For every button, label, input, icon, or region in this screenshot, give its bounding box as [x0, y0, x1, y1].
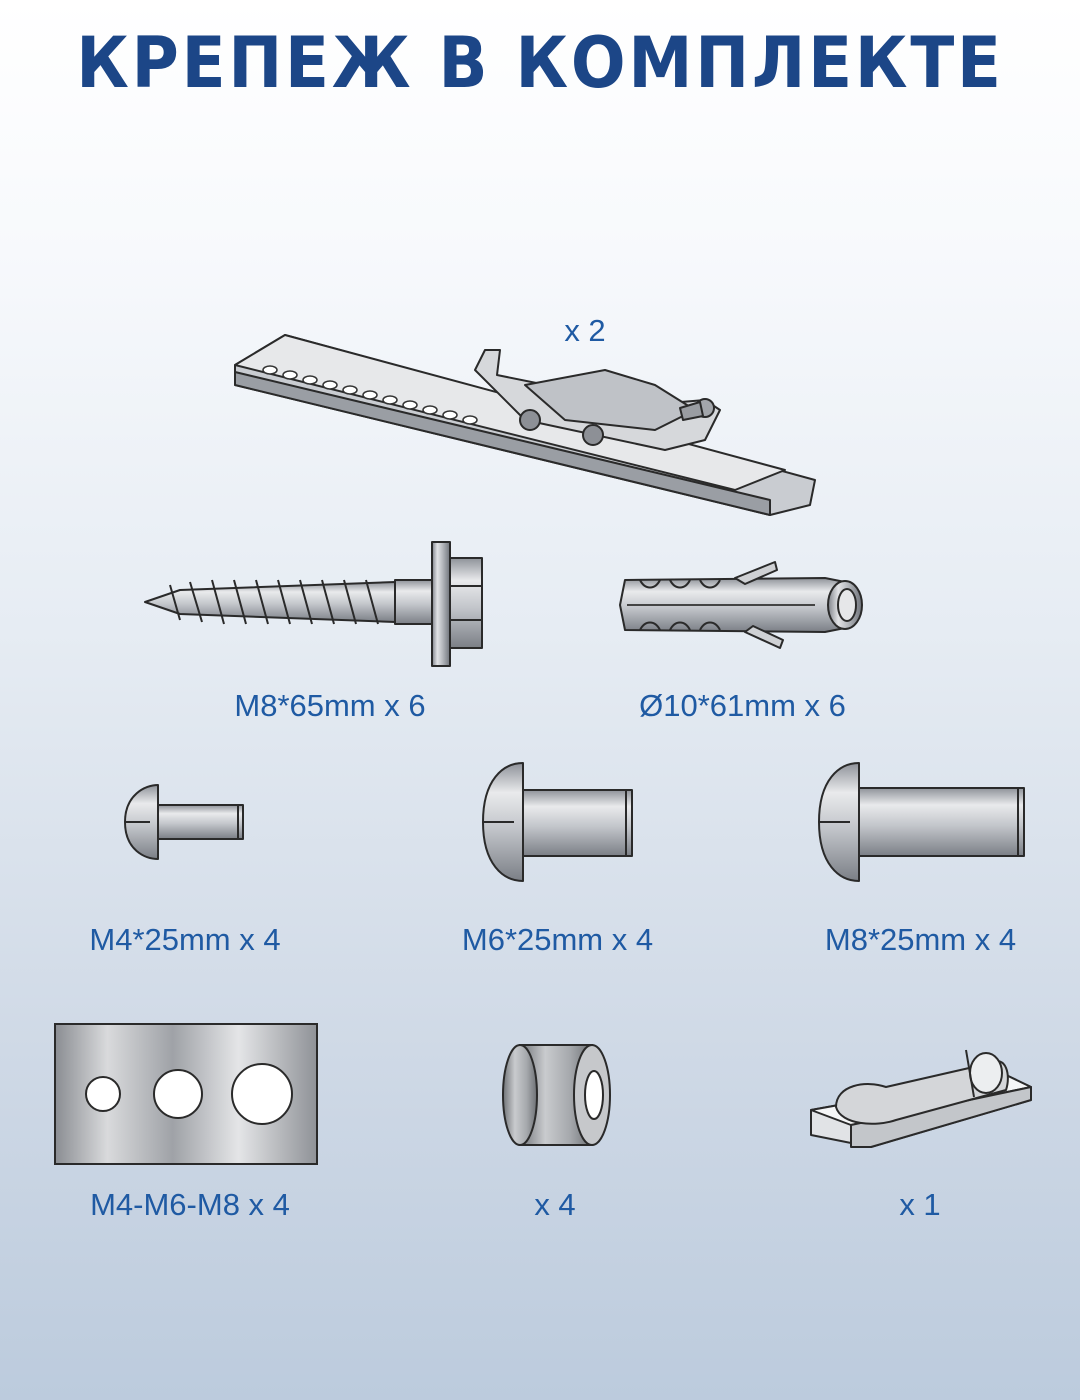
wood-screw-icon — [144, 541, 483, 667]
bracket-label: x 2 — [564, 313, 606, 348]
washer-plate-icon — [54, 1023, 318, 1165]
bolt-m8-label: M8*25mm x 4 — [824, 922, 1017, 957]
clip-label: x 1 — [899, 1187, 941, 1222]
wall-plug-icon — [619, 561, 863, 649]
wall-plug-label: Ø10*61mm x 6 — [639, 688, 846, 723]
wood-screw-label: M8*65mm x 6 — [234, 688, 426, 723]
bolt-m4-icon — [124, 784, 244, 860]
bolt-m4-label: M4*25mm x 4 — [89, 922, 281, 957]
bolt-m6-icon — [482, 762, 633, 882]
bolt-m6-label: M6*25mm x 4 — [461, 922, 654, 957]
page-title: КРЕПЕЖ В КОМПЛЕКТЕ — [76, 22, 1004, 104]
bolt-m8-icon — [818, 762, 1025, 882]
spacer-icon — [502, 1044, 611, 1146]
washer-plate-label: M4-M6-M8 x 4 — [90, 1187, 290, 1222]
bracket-icon — [234, 334, 816, 516]
clip-icon — [810, 1049, 1032, 1148]
spacer-label: x 4 — [534, 1187, 576, 1222]
